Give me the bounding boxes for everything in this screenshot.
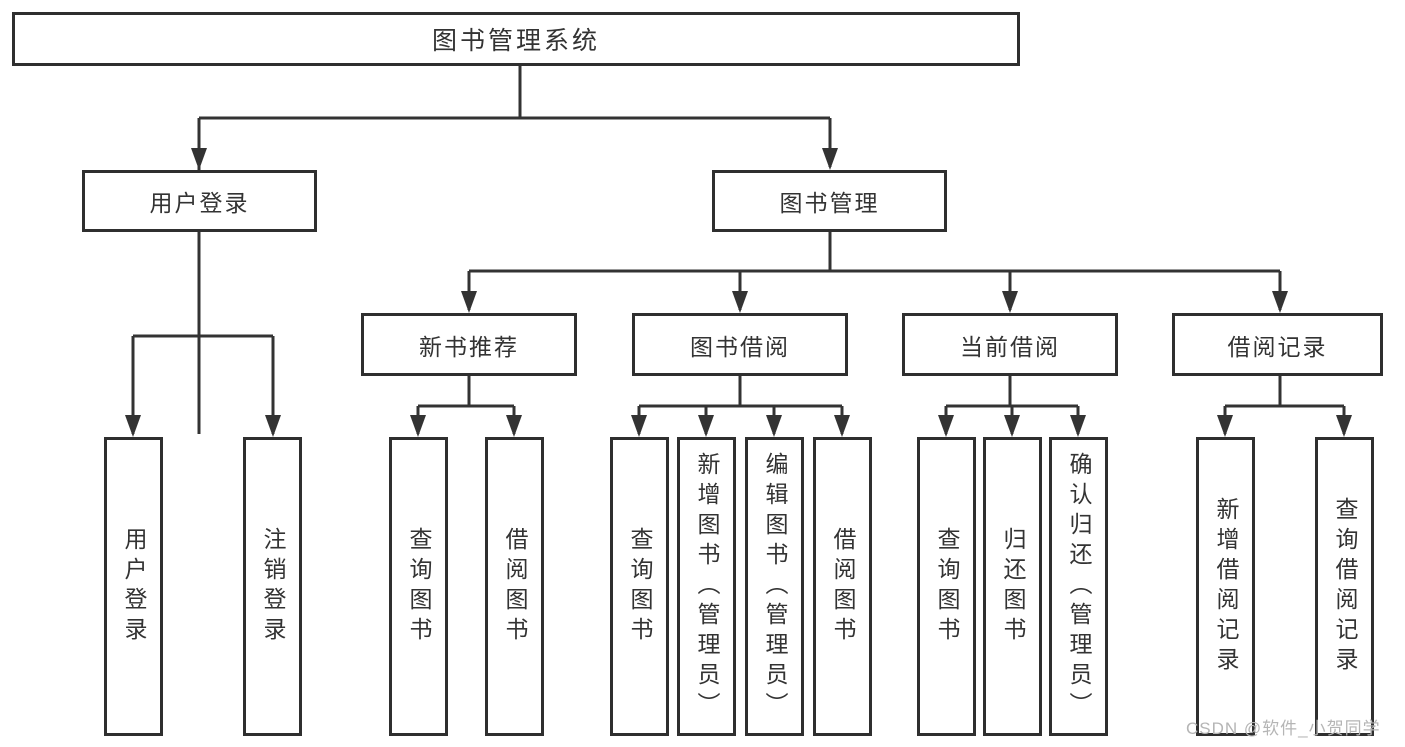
node-label: 借阅记录 (1227, 333, 1328, 360)
leaf-return-books: 归还图书 (983, 437, 1042, 736)
arrowhead-icon (191, 148, 207, 170)
node-label: 确认归还（管理员） (1066, 451, 1092, 722)
node-label: 图书借阅 (690, 333, 790, 360)
node-current-borrow: 当前借阅 (902, 313, 1118, 376)
leaf-borrow-books-recommend: 借阅图书 (485, 437, 544, 736)
arrowhead-icon (265, 415, 281, 437)
node-label: 借阅图书 (502, 526, 528, 647)
arrowheads (125, 148, 1352, 437)
arrowhead-icon (1002, 291, 1018, 313)
arrowhead-icon (461, 291, 477, 313)
leaf-query-borrow-record: 查询借阅记录 (1315, 437, 1374, 736)
node-label: 编辑图书（管理员） (762, 451, 788, 722)
leaf-add-books-admin: 新增图书（管理员） (677, 437, 736, 736)
node-label: 当前借阅 (960, 333, 1060, 360)
arrowhead-icon (410, 415, 426, 437)
node-label: 查询图书 (627, 526, 653, 647)
leaf-user-login: 用户登录 (104, 437, 163, 736)
leaf-confirm-return-admin: 确认归还（管理员） (1049, 437, 1108, 736)
leaf-edit-books-admin: 编辑图书（管理员） (745, 437, 804, 736)
arrowhead-icon (1336, 415, 1352, 437)
node-user-login: 用户登录 (82, 170, 317, 232)
node-label: 用户登录 (149, 190, 250, 216)
node-label: 查询图书 (406, 526, 432, 647)
node-new-book-recommend: 新书推荐 (361, 313, 577, 376)
arrowhead-icon (834, 415, 850, 437)
arrowhead-icon (1004, 415, 1020, 437)
arrowhead-icon (1070, 415, 1086, 437)
arrowhead-icon (506, 415, 522, 437)
leaf-query-books-borrow: 查询图书 (610, 437, 669, 736)
arrowhead-icon (732, 291, 748, 313)
leaf-add-borrow-record: 新增借阅记录 (1196, 437, 1255, 736)
node-label: 用户登录 (121, 526, 147, 647)
node-label: 查询借阅记录 (1332, 496, 1358, 677)
arrowhead-icon (938, 415, 954, 437)
node-label: 借阅图书 (830, 526, 856, 647)
node-borrow-records: 借阅记录 (1172, 313, 1383, 376)
arrowhead-icon (125, 415, 141, 437)
node-root-system: 图书管理系统 (12, 12, 1020, 66)
leaf-borrow-books: 借阅图书 (813, 437, 872, 736)
arrowhead-icon (1217, 415, 1233, 437)
connector-path (131, 66, 1346, 434)
arrowhead-icon (631, 415, 647, 437)
arrowhead-icon (822, 148, 838, 170)
arrowhead-icon (766, 415, 782, 437)
node-label: 新增图书（管理员） (694, 451, 720, 722)
node-label: 图书管理系统 (431, 27, 600, 55)
csdn-watermark: CSDN @软件_小贺同学 (1186, 719, 1381, 738)
leaf-logout: 注销登录 (243, 437, 302, 736)
node-label: 查询图书 (934, 526, 960, 647)
leaf-query-books-current: 查询图书 (917, 437, 976, 736)
node-label: 新书推荐 (419, 333, 519, 360)
arrowhead-icon (1272, 291, 1288, 313)
node-book-management: 图书管理 (712, 170, 947, 232)
node-label: 新增借阅记录 (1213, 496, 1239, 677)
node-label: 注销登录 (260, 526, 286, 647)
leaf-query-books-recommend: 查询图书 (389, 437, 448, 736)
node-book-borrow: 图书借阅 (632, 313, 848, 376)
node-label: 归还图书 (1000, 526, 1026, 647)
arrowhead-icon (698, 415, 714, 437)
node-label: 图书管理 (779, 190, 880, 216)
